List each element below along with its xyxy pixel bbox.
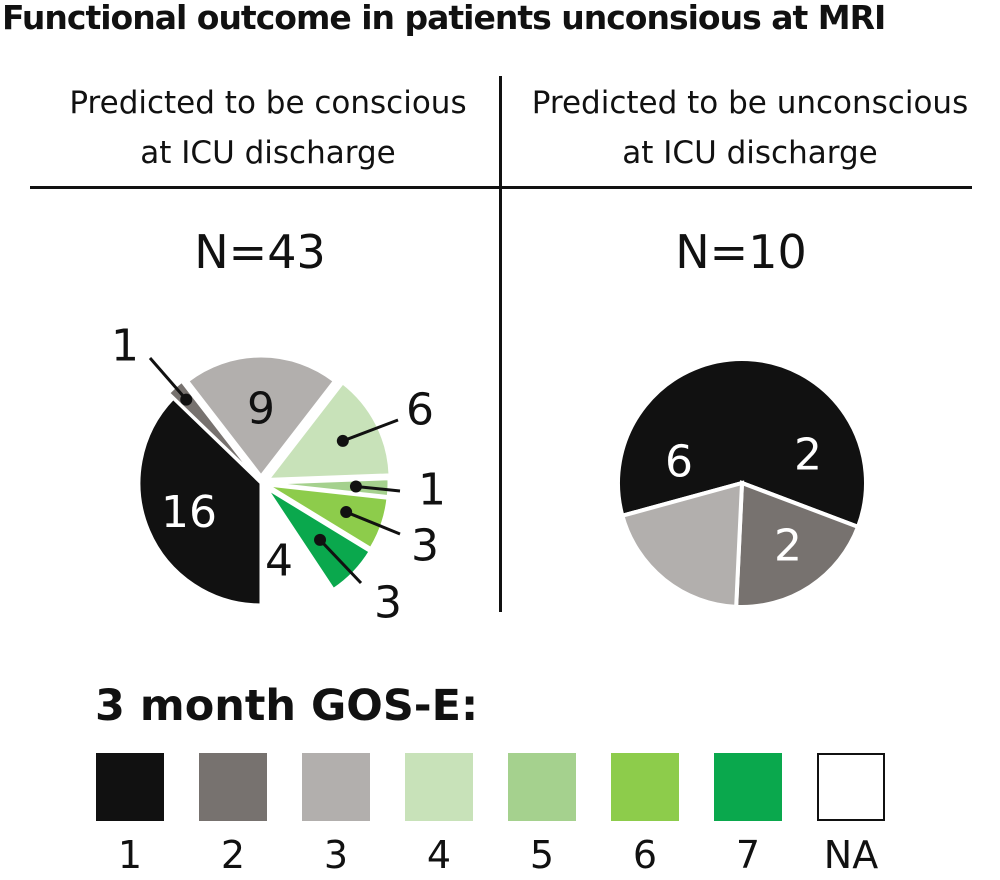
legend-item-6: 6 bbox=[611, 750, 679, 880]
pie-left-leader-5 bbox=[355, 484, 401, 493]
legend-swatch-4 bbox=[405, 753, 473, 821]
pie-left-marker-7 bbox=[314, 533, 327, 546]
legend-swatch-1 bbox=[96, 753, 164, 821]
pie-left-leader-4 bbox=[342, 418, 399, 443]
column-header-unconscious: Predicted to be unconscious at ICU disch… bbox=[515, 78, 985, 178]
pie-left-label-7: 3 bbox=[374, 578, 402, 629]
pie-left-label-2: 1 bbox=[111, 321, 139, 372]
pie-left-slice-1 bbox=[137, 396, 263, 607]
legend-label-7: 7 bbox=[735, 833, 761, 877]
legend-item-1: 1 bbox=[96, 750, 164, 880]
pie-right-label-1: 6 bbox=[665, 437, 693, 488]
pie-left-marker-4 bbox=[336, 434, 349, 447]
pie-left-label-3: 9 bbox=[247, 384, 275, 435]
pie-left-label-6: 3 bbox=[411, 521, 439, 572]
legend-label-2: 2 bbox=[220, 833, 246, 877]
legend-item-7: 7 bbox=[714, 750, 782, 880]
legend-item-3: 3 bbox=[302, 750, 370, 880]
pie-left-total-label: N=43 bbox=[194, 225, 326, 279]
figure-title: Functional outcome in patients unconsiou… bbox=[2, 0, 886, 37]
column-divider bbox=[499, 76, 502, 612]
legend-swatch-7 bbox=[714, 753, 782, 821]
legend-label-5: 5 bbox=[529, 833, 555, 877]
legend-item-na: NA bbox=[817, 750, 885, 880]
pie-left-marker-2 bbox=[180, 393, 193, 406]
pie-left-leader-2 bbox=[148, 357, 188, 401]
pie-left-label-4: 6 bbox=[406, 385, 434, 436]
column-header-conscious-line-2: at ICU discharge bbox=[140, 135, 396, 171]
pie-right-total-label: N=10 bbox=[675, 225, 807, 279]
legend-swatch-5 bbox=[508, 753, 576, 821]
pie-left-label-1: 16 bbox=[161, 487, 217, 538]
legend-label-3: 3 bbox=[323, 833, 349, 877]
legend-item-5: 5 bbox=[508, 750, 576, 880]
pie-right-slice-1 bbox=[616, 357, 868, 530]
pie-left-slice-6 bbox=[265, 483, 390, 551]
pie-right-label-2: 2 bbox=[794, 430, 822, 481]
pie-right-slice-2 bbox=[734, 480, 861, 609]
legend-label-4: 4 bbox=[426, 833, 452, 877]
pie-left-leader-6 bbox=[345, 510, 401, 536]
legend-label-1: 1 bbox=[117, 833, 143, 877]
pie-left-label-5: 1 bbox=[418, 465, 446, 516]
legend-title: 3 month GOS-E: bbox=[95, 681, 479, 731]
pie-right-label-3: 2 bbox=[774, 521, 802, 572]
legend-swatch-3 bbox=[302, 753, 370, 821]
column-header-conscious-line-1: Predicted to be conscious bbox=[69, 85, 467, 121]
pie-left-leader-7 bbox=[318, 538, 363, 585]
column-header-unconscious-line-2: at ICU discharge bbox=[622, 135, 878, 171]
legend: 1 2 3 4 5 6 7 NA bbox=[0, 750, 1000, 880]
pie-left-marker-6 bbox=[340, 506, 353, 519]
column-header-conscious: Predicted to be conscious at ICU dischar… bbox=[33, 78, 503, 178]
pie-left-slice-4 bbox=[264, 380, 392, 481]
legend-swatch-2 bbox=[199, 753, 267, 821]
legend-swatch-6 bbox=[611, 753, 679, 821]
legend-item-4: 4 bbox=[405, 750, 473, 880]
legend-item-2: 2 bbox=[199, 750, 267, 880]
legend-swatch-na bbox=[817, 753, 885, 821]
pie-left-marker-5 bbox=[349, 480, 362, 493]
pie-left-label-na: 4 bbox=[265, 536, 293, 587]
legend-label-6: 6 bbox=[632, 833, 658, 877]
pie-right-slice-3 bbox=[619, 480, 745, 609]
column-header-unconscious-line-1: Predicted to be unconscious bbox=[531, 85, 969, 121]
pie-left-slice-3 bbox=[185, 354, 337, 479]
legend-label-na: NA bbox=[823, 833, 879, 877]
